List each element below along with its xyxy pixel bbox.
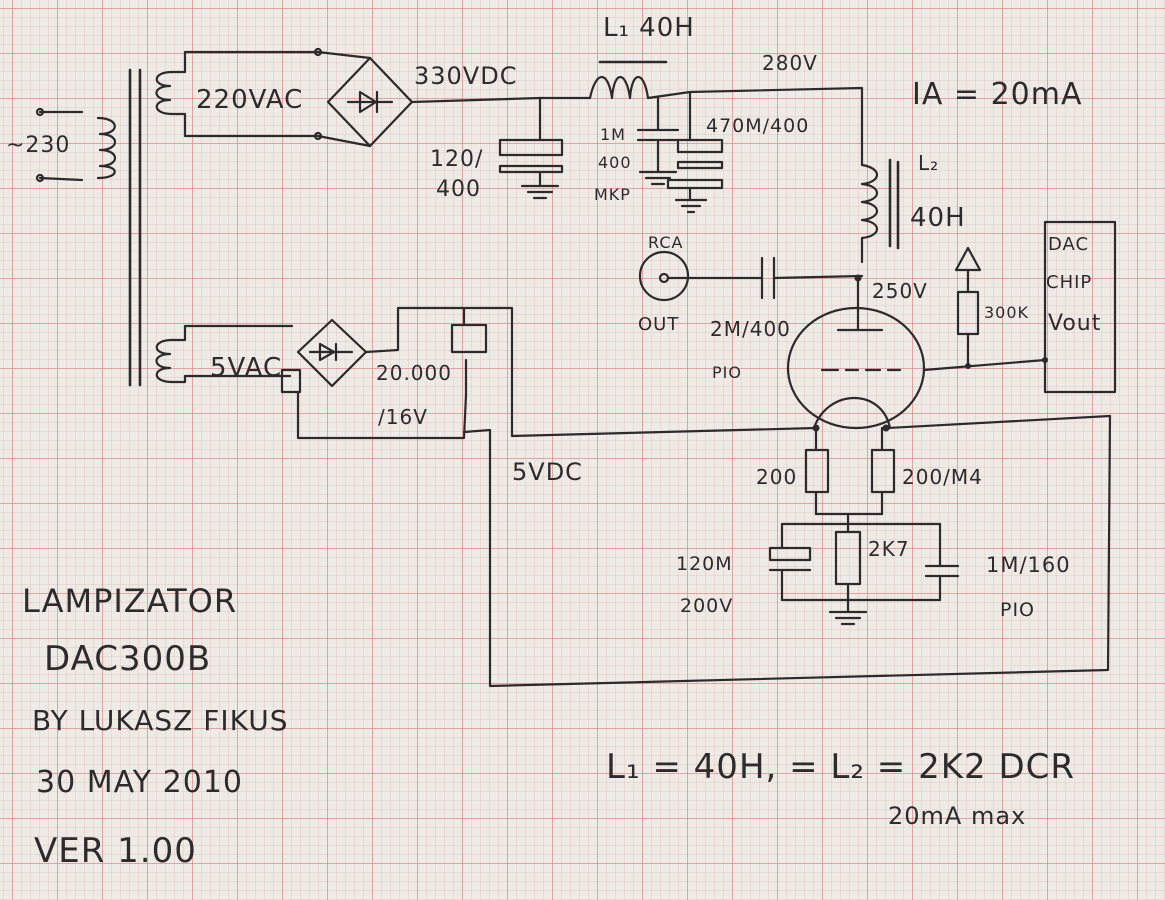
- label-300k: 300K: [984, 303, 1029, 322]
- label-l2-val: 40H: [910, 203, 966, 233]
- label-rca: RCA: [648, 233, 683, 252]
- label-ia: IA = 20mA: [912, 77, 1083, 112]
- filament-bridge: [280, 306, 1112, 688]
- triode-300b: [786, 276, 1047, 430]
- label-cap2m-b: PIO: [712, 363, 742, 382]
- label-280v: 280V: [762, 51, 818, 75]
- title-line-3: BY LUKASZ FIKUS: [32, 704, 289, 737]
- cathode-network: [768, 424, 960, 626]
- label-330vdc: 330VDC: [414, 62, 517, 90]
- cap-470uf: [666, 90, 724, 214]
- label-res200-b: 200/M4: [902, 465, 983, 489]
- note-line-2: 20mA max: [888, 802, 1026, 830]
- label-l2-name: L₂: [918, 151, 939, 175]
- label-2k7: 2K7: [868, 537, 910, 561]
- choke-l2: [860, 158, 900, 264]
- title-line-2: DAC300B: [44, 639, 211, 679]
- label-cap1m160-b: PIO: [1000, 599, 1035, 621]
- title-line-4: 30 MAY 2010: [36, 765, 243, 800]
- label-sec-220: 220VAC: [196, 85, 303, 115]
- label-out: OUT: [638, 314, 679, 335]
- label-cap1m-c: MKP: [594, 185, 631, 204]
- resistor-300k: [954, 246, 982, 368]
- label-res200-a: 200: [756, 465, 797, 489]
- mains-transformer: [35, 50, 320, 387]
- label-cap120m-b: 200V: [680, 595, 733, 617]
- label-mains-in: ~230: [6, 133, 70, 158]
- label-cap20000-b: /16V: [378, 405, 428, 429]
- label-cap120m-a: 120M: [676, 553, 733, 575]
- label-cap20000-a: 20.000: [376, 361, 452, 385]
- title-line-5: VER 1.00: [34, 831, 197, 871]
- annotations: ~230 220VAC 330VDC L₁ 40H 280V IA = 20mA…: [6, 13, 1101, 871]
- cap-1uf-mkp: [636, 96, 680, 186]
- rca-output: [638, 250, 864, 302]
- label-250v: 250V: [872, 279, 928, 303]
- label-sec-5: 5VAC: [210, 353, 282, 383]
- label-cap1m-b: 400: [598, 153, 632, 172]
- label-l1: L₁ 40H: [603, 13, 695, 43]
- filter-cap-120uf: [498, 96, 564, 200]
- label-cap470: 470M/400: [706, 115, 809, 137]
- title-line-1: LAMPIZATOR: [22, 582, 237, 620]
- label-cap2m-a: 2M/400: [710, 317, 791, 341]
- dac-chip: [1042, 220, 1117, 394]
- label-cap1m160-a: 1M/160: [986, 553, 1071, 577]
- label-dac-a: DAC: [1048, 234, 1089, 255]
- label-dac-b: CHIP: [1046, 272, 1092, 293]
- label-cap120-a: 120/: [430, 147, 483, 172]
- choke-l1: [588, 60, 864, 167]
- label-5vdc: 5VDC: [512, 458, 583, 486]
- label-dac-c: Vout: [1048, 311, 1101, 336]
- label-cap1m-a: 1M: [600, 125, 626, 144]
- note-line-1: L₁ = 40H, = L₂ = 2K2 DCR: [606, 747, 1075, 787]
- label-cap120-b: 400: [436, 177, 481, 202]
